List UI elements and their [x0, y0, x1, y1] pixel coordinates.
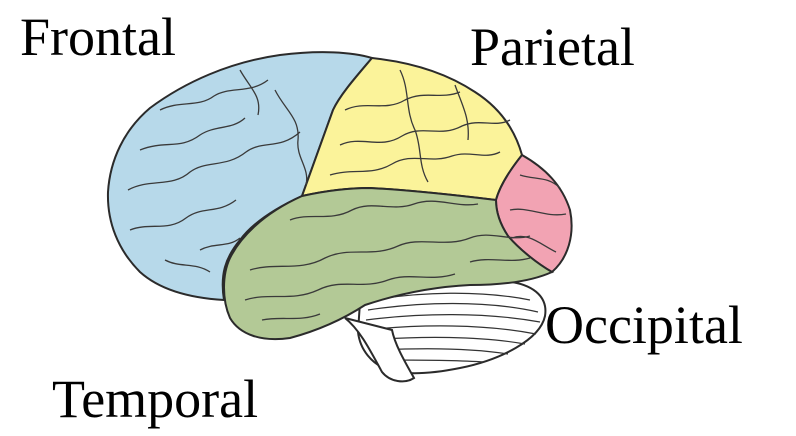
parietal-label: Parietal — [470, 20, 635, 74]
occipital-label: Occipital — [545, 298, 743, 352]
frontal-label: Frontal — [20, 10, 176, 64]
temporal-label: Temporal — [52, 372, 258, 426]
